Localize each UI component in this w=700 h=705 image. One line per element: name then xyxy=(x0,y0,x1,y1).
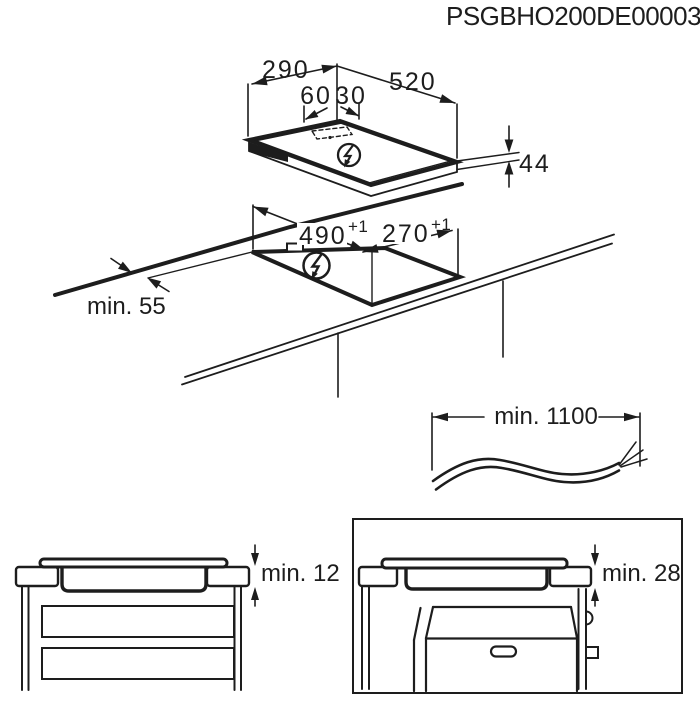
worktop-front-edge-bottom xyxy=(181,242,613,386)
dim-label-490-tolerance: +1 xyxy=(348,217,368,236)
hob-glass-top xyxy=(241,118,464,188)
dim-line-520 xyxy=(336,65,456,104)
oven-handle xyxy=(489,645,518,658)
dim-label-min12: min. 12 xyxy=(261,560,340,587)
worktop-cutout-view xyxy=(53,182,615,398)
junction-box-dashed-outline xyxy=(310,126,354,140)
hob-isometric-view xyxy=(241,63,520,197)
worktop-section xyxy=(357,565,399,588)
arrowhead xyxy=(251,587,259,600)
oven-edge xyxy=(569,605,579,640)
product-code: PSGBHO200DE00003 xyxy=(446,1,700,31)
arrowhead xyxy=(504,139,514,153)
power-cable xyxy=(434,465,621,491)
arrowhead xyxy=(591,588,599,601)
power-cable-view xyxy=(431,412,648,491)
arrowhead xyxy=(305,110,319,120)
arrowhead xyxy=(439,94,455,103)
hob-glass-inner-edge xyxy=(254,122,453,184)
diagram-frame xyxy=(352,518,683,694)
dim-label-270: 270 xyxy=(382,220,430,248)
arrowhead xyxy=(436,229,452,239)
arrowhead xyxy=(251,553,259,566)
oven-edge xyxy=(424,605,435,640)
dim-label-min55: min. 55 xyxy=(87,293,166,320)
arrowhead xyxy=(624,412,639,422)
hob-glass-section xyxy=(380,557,569,570)
worktop-section xyxy=(548,565,593,588)
dim-label-60: 60 xyxy=(300,82,332,110)
worktop-rear-edge xyxy=(53,182,464,297)
drawer-clearance-view xyxy=(14,544,259,691)
worktop-section xyxy=(14,565,60,588)
oven-clearance-view xyxy=(352,518,683,694)
arrowhead xyxy=(433,412,448,422)
junction-box-dot xyxy=(328,135,332,140)
arrowhead xyxy=(118,261,132,273)
arrowhead xyxy=(253,206,269,217)
ext-line xyxy=(456,159,520,171)
arrowhead xyxy=(252,76,268,86)
power-connection-icon xyxy=(302,251,331,280)
arrowhead xyxy=(147,277,162,289)
dim-label-270-tolerance: +1 xyxy=(431,215,451,234)
arrowhead xyxy=(504,161,514,175)
dim-label-min1100: min. 1100 xyxy=(494,403,598,430)
dim-label-min28: min. 28 xyxy=(602,560,681,587)
drawer-front xyxy=(41,647,235,680)
worktop-section xyxy=(205,565,251,588)
junction-box-marker xyxy=(286,242,304,253)
dim-label-44: 44 xyxy=(519,150,551,178)
arrowhead xyxy=(321,64,337,74)
drawer-front xyxy=(41,605,235,638)
cable-wire xyxy=(618,441,637,466)
cable-wire xyxy=(619,449,644,467)
oven-edge xyxy=(412,606,422,642)
dim-line-55 xyxy=(156,283,170,293)
dim-label-490: 490 xyxy=(299,222,347,250)
arrowhead xyxy=(591,553,599,566)
hob-glass-section xyxy=(38,557,229,569)
dim-label-520: 520 xyxy=(389,68,437,96)
hinge-knob xyxy=(585,646,599,659)
arrowhead xyxy=(363,244,379,253)
arrowhead xyxy=(349,240,365,251)
ext-line xyxy=(456,151,520,162)
power-cable xyxy=(431,457,621,483)
arrowhead xyxy=(345,106,359,116)
worktop-front-edge-top xyxy=(184,233,615,378)
hinge-detail xyxy=(585,610,594,626)
hob-edge-trim xyxy=(249,142,288,162)
cable-wire xyxy=(620,458,648,468)
dim-line-55 xyxy=(110,257,123,267)
power-connection-icon xyxy=(336,142,362,168)
dim-label-290: 290 xyxy=(262,56,310,84)
cutout-edge-extension xyxy=(147,251,253,279)
dim-label-30: 30 xyxy=(335,82,367,110)
